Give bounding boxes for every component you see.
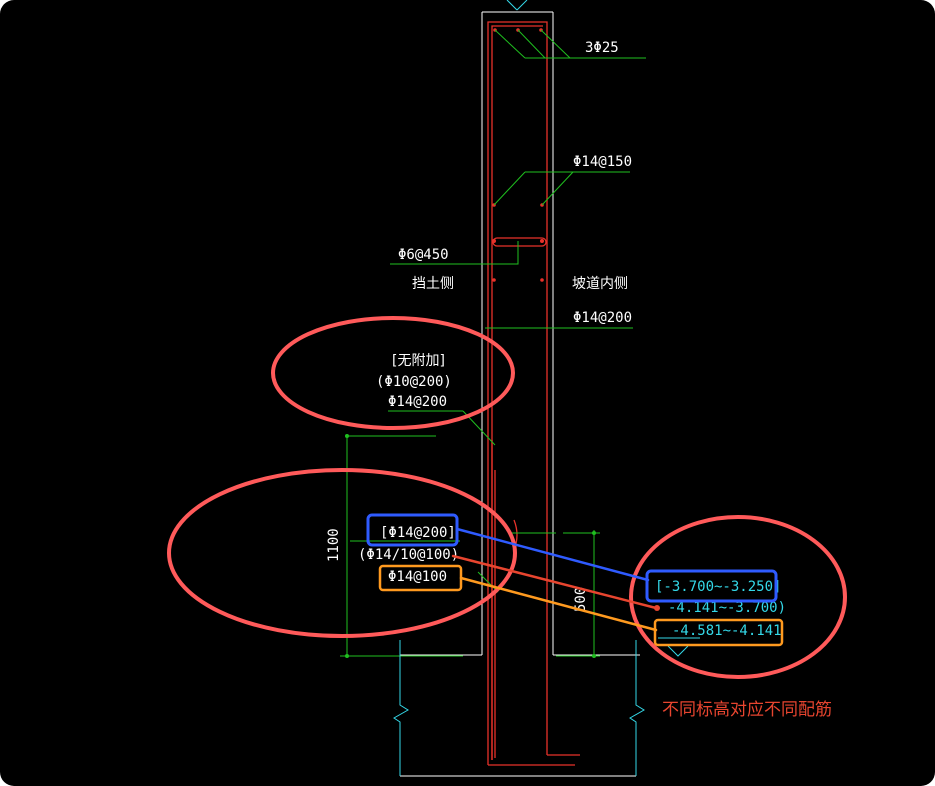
wall-outline bbox=[400, 11, 640, 777]
base-14-label: Φ14@200 bbox=[388, 394, 447, 410]
foundation-lines bbox=[393, 637, 700, 776]
side-soil-label: 挡土侧 bbox=[412, 276, 454, 292]
elevation-c-label: -4.581~-4.141 bbox=[672, 623, 782, 639]
leader-lines bbox=[340, 29, 646, 658]
connector-arrowhead bbox=[654, 605, 660, 611]
highlight-ellipse-right bbox=[629, 515, 847, 679]
highlight-ellipse-lower bbox=[167, 468, 517, 638]
elevation-a-label: [-3.700~-3.250] bbox=[655, 579, 781, 595]
highlight-ellipse-upper bbox=[271, 316, 515, 430]
rebar-outer-label: Φ14@150 bbox=[573, 154, 632, 170]
no-add-label: [无附加] bbox=[392, 353, 445, 369]
connector-lines bbox=[451, 527, 658, 632]
dim-500-label: 500 bbox=[573, 587, 589, 612]
highlight-ellipses bbox=[167, 316, 847, 679]
rebar-inner-label: Φ14@200 bbox=[573, 310, 632, 326]
top-marker bbox=[506, 0, 528, 11]
dim-1100-label: 1100 bbox=[326, 528, 342, 562]
highlight-box-elevation-a bbox=[645, 569, 778, 603]
annotation-text: 不同标高对应不同配筋 bbox=[662, 700, 832, 720]
side-inner-label: 坡道内侧 bbox=[572, 276, 628, 292]
tie-label: Φ6@450 bbox=[398, 247, 449, 263]
highlight-box-elevation-c bbox=[653, 618, 784, 647]
rebar-top-label: 3Φ25 bbox=[585, 40, 619, 56]
bottom-b-label: (Φ14/10@100) bbox=[358, 547, 459, 563]
bottom-a-label: [Φ14@200] bbox=[380, 525, 456, 541]
bottom-c-label: Φ14@100 bbox=[388, 569, 447, 585]
dimension-ticks bbox=[345, 434, 596, 658]
add-10-label: (Φ10@200) bbox=[376, 374, 452, 390]
elevation-b-label: -4.141~-3.700) bbox=[668, 600, 786, 616]
rebar-cage bbox=[487, 21, 580, 766]
